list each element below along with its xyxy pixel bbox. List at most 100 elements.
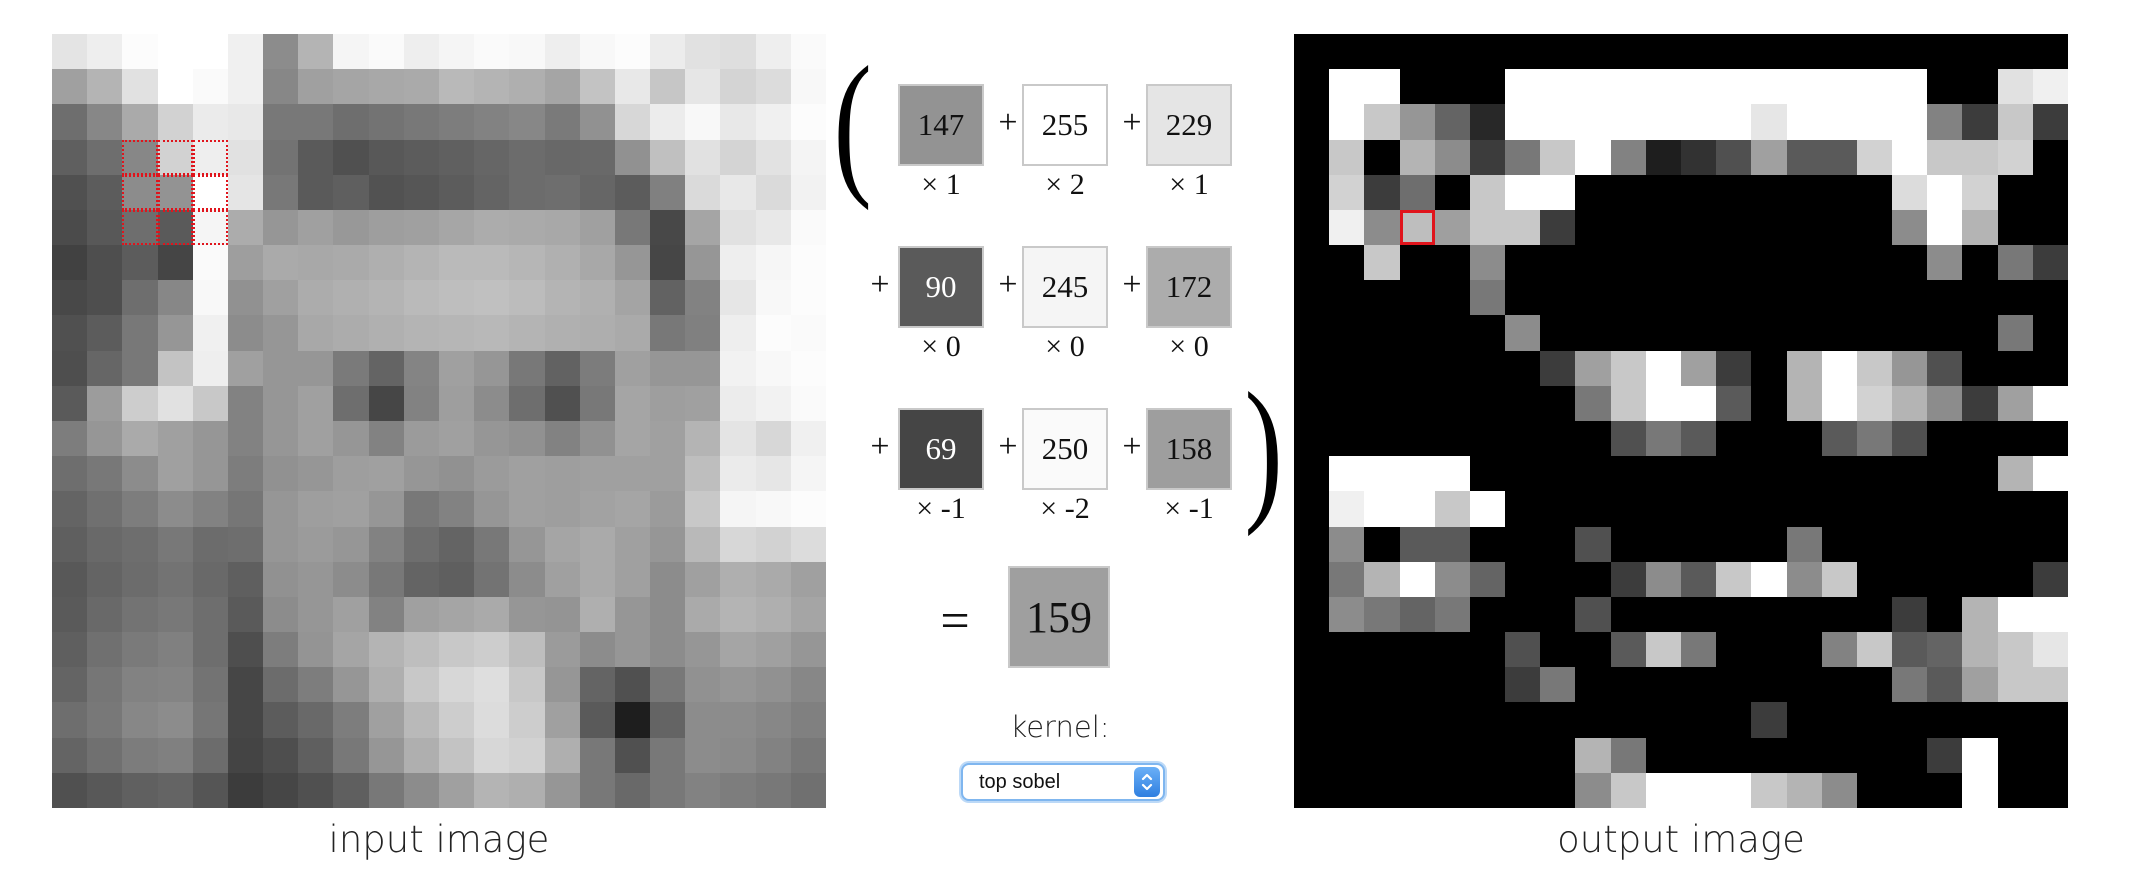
result-value: 159 <box>1008 566 1110 668</box>
input-pixel <box>227 632 264 668</box>
input-pixel <box>87 209 123 246</box>
input-pixel <box>87 491 123 527</box>
output-pixel <box>1540 350 1576 386</box>
output-pixel <box>1751 139 1787 175</box>
output-pixel <box>1610 280 1646 316</box>
output-pixel <box>1505 667 1541 703</box>
output-pixel <box>1892 385 1928 421</box>
input-pixel <box>474 139 510 175</box>
output-pixel <box>1329 737 1365 773</box>
output-pixel <box>1645 596 1681 633</box>
output-pixel <box>1399 245 1435 281</box>
input-pixel <box>474 772 510 808</box>
output-pixel <box>1575 772 1611 808</box>
output-pixel <box>1681 667 1717 703</box>
output-pixel <box>1364 209 1400 246</box>
input-pixel <box>87 245 123 281</box>
input-pixel <box>685 209 721 246</box>
input-pixel <box>298 245 334 281</box>
input-pixel <box>263 104 299 140</box>
input-pixel <box>263 34 299 70</box>
plus-sign: + <box>998 104 1018 141</box>
input-pixel <box>439 34 475 70</box>
output-pixel <box>1329 596 1365 633</box>
input-pixel <box>650 561 686 597</box>
input-pixel <box>157 632 193 668</box>
input-pixel <box>720 174 756 210</box>
output-pixel <box>1469 174 1506 210</box>
input-pixel <box>227 315 264 351</box>
input-pixel <box>333 667 369 703</box>
output-pixel <box>1997 526 2033 562</box>
kernel-label: kernel: <box>1010 710 1110 744</box>
output-pixel <box>1751 526 1787 562</box>
output-pixel <box>1997 34 2033 70</box>
output-pixel <box>1751 596 1787 633</box>
kernel-select[interactable]: top sobel <box>961 763 1165 801</box>
output-pixel <box>1681 245 1717 281</box>
output-pixel <box>1751 315 1787 351</box>
output-pixel <box>1645 561 1681 597</box>
input-pixel <box>509 34 545 70</box>
output-pixel <box>1540 702 1576 738</box>
input-pixel <box>87 737 123 773</box>
output-pixel <box>1294 139 1330 175</box>
output-pixel <box>1364 632 1400 668</box>
input-pixel <box>192 209 228 246</box>
input-pixel <box>474 245 510 281</box>
input-pixel <box>439 772 475 808</box>
plus-sign: + <box>1122 266 1142 303</box>
output-pixel <box>1399 421 1435 457</box>
input-pixel <box>298 737 334 773</box>
output-pixel <box>1856 174 1893 210</box>
input-pixel <box>544 280 580 316</box>
input-pixel <box>227 280 264 316</box>
output-pixel <box>1681 632 1717 668</box>
input-pixel <box>755 667 791 703</box>
input-pixel <box>52 209 88 246</box>
input-pixel <box>368 526 404 562</box>
output-pixel <box>1364 702 1400 738</box>
input-pixel <box>157 209 193 246</box>
input-pixel <box>755 350 791 386</box>
kernel-weight: × 2 <box>1045 168 1085 201</box>
input-pixel <box>87 280 123 316</box>
output-pixel <box>1645 280 1681 316</box>
input-pixel <box>544 350 580 386</box>
output-pixel <box>1716 526 1752 562</box>
output-pixel <box>1575 69 1611 105</box>
kernel-window-cell <box>192 209 228 246</box>
input-pixel <box>52 69 88 105</box>
input-pixel <box>122 561 158 597</box>
output-pixel <box>1786 315 1822 351</box>
input-pixel <box>755 491 791 527</box>
input-pixel <box>650 209 686 246</box>
output-pixel <box>1294 245 1330 281</box>
output-pixel <box>1821 561 1857 597</box>
input-image <box>52 34 826 808</box>
input-pixel <box>439 69 475 105</box>
output-pixel <box>1821 69 1857 105</box>
output-pixel <box>1505 702 1541 738</box>
input-pixel <box>685 34 721 70</box>
input-pixel <box>650 280 686 316</box>
output-pixel <box>1645 491 1681 527</box>
output-pixel <box>1505 596 1541 633</box>
input-pixel <box>122 385 158 421</box>
input-pixel <box>52 526 88 562</box>
output-pixel <box>1997 350 2033 386</box>
input-pixel <box>474 350 510 386</box>
input-pixel <box>720 596 756 633</box>
input-pixel <box>333 174 369 210</box>
output-pixel <box>1962 596 1998 633</box>
output-pixel <box>1294 667 1330 703</box>
output-pixel <box>1294 561 1330 597</box>
output-pixel <box>1505 421 1541 457</box>
input-value-cell: 255 <box>1022 84 1108 166</box>
input-pixel <box>579 209 615 246</box>
output-pixel <box>1294 209 1330 246</box>
kernel-weight: × 1 <box>921 168 961 201</box>
input-pixel <box>685 456 721 492</box>
input-pixel <box>263 491 299 527</box>
input-pixel <box>333 491 369 527</box>
